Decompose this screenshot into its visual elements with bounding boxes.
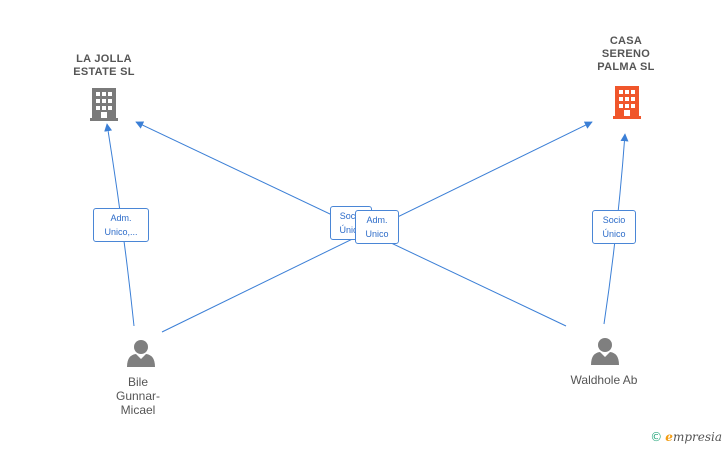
brand-name: mpresia bbox=[672, 430, 722, 444]
copyright-symbol: © bbox=[650, 430, 663, 444]
building-icon bbox=[613, 86, 641, 119]
person-icon bbox=[591, 338, 619, 365]
edge-label-socio-unico-waldhole: Socio Único bbox=[592, 210, 636, 244]
company-label-la-jolla[interactable]: LA JOLLA ESTATE SL bbox=[73, 53, 135, 78]
empresia-watermark: ©empresia bbox=[650, 430, 722, 444]
edge-label-adm-unico-center: Adm. Unico bbox=[355, 210, 399, 244]
person-label-bile[interactable]: Bile Gunnar- Micael bbox=[115, 375, 161, 417]
brand-initial: e bbox=[665, 430, 673, 444]
person-icon bbox=[127, 340, 155, 367]
company-label-casa-sereno[interactable]: CASA SERENO PALMA SL bbox=[597, 35, 655, 73]
person-label-waldhole[interactable]: Waldhole Ab bbox=[570, 373, 638, 387]
building-icon bbox=[90, 88, 118, 121]
edge-label-adm-unico-bile: Adm. Unico,... bbox=[93, 208, 149, 242]
